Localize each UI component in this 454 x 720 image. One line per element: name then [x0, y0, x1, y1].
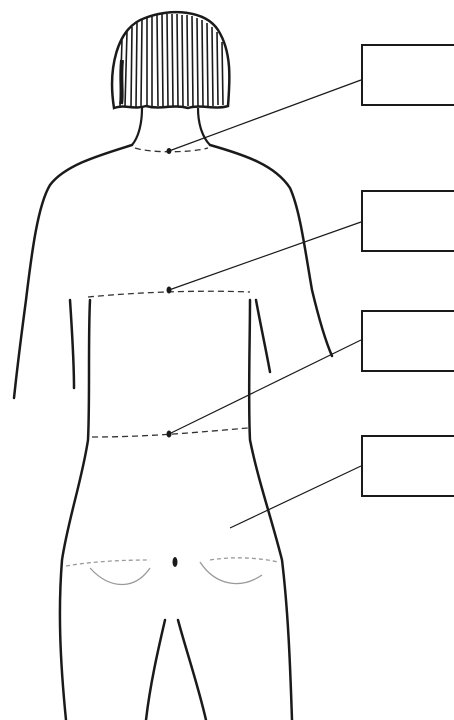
label-box-waist[interactable]: [361, 310, 454, 372]
chest-leader: [169, 222, 361, 290]
hair: [112, 12, 229, 108]
label-box-chest[interactable]: [361, 190, 454, 252]
waist-leader: [169, 340, 361, 434]
measurement-points: [167, 148, 178, 567]
buttock-curves: [66, 558, 278, 585]
label-box-neck[interactable]: [361, 44, 454, 106]
leader-lines: [169, 80, 361, 528]
label-box-hip[interactable]: [361, 435, 454, 497]
hip-leader: [230, 466, 361, 528]
tailbone-mark: [173, 557, 178, 567]
neck: [132, 108, 210, 145]
